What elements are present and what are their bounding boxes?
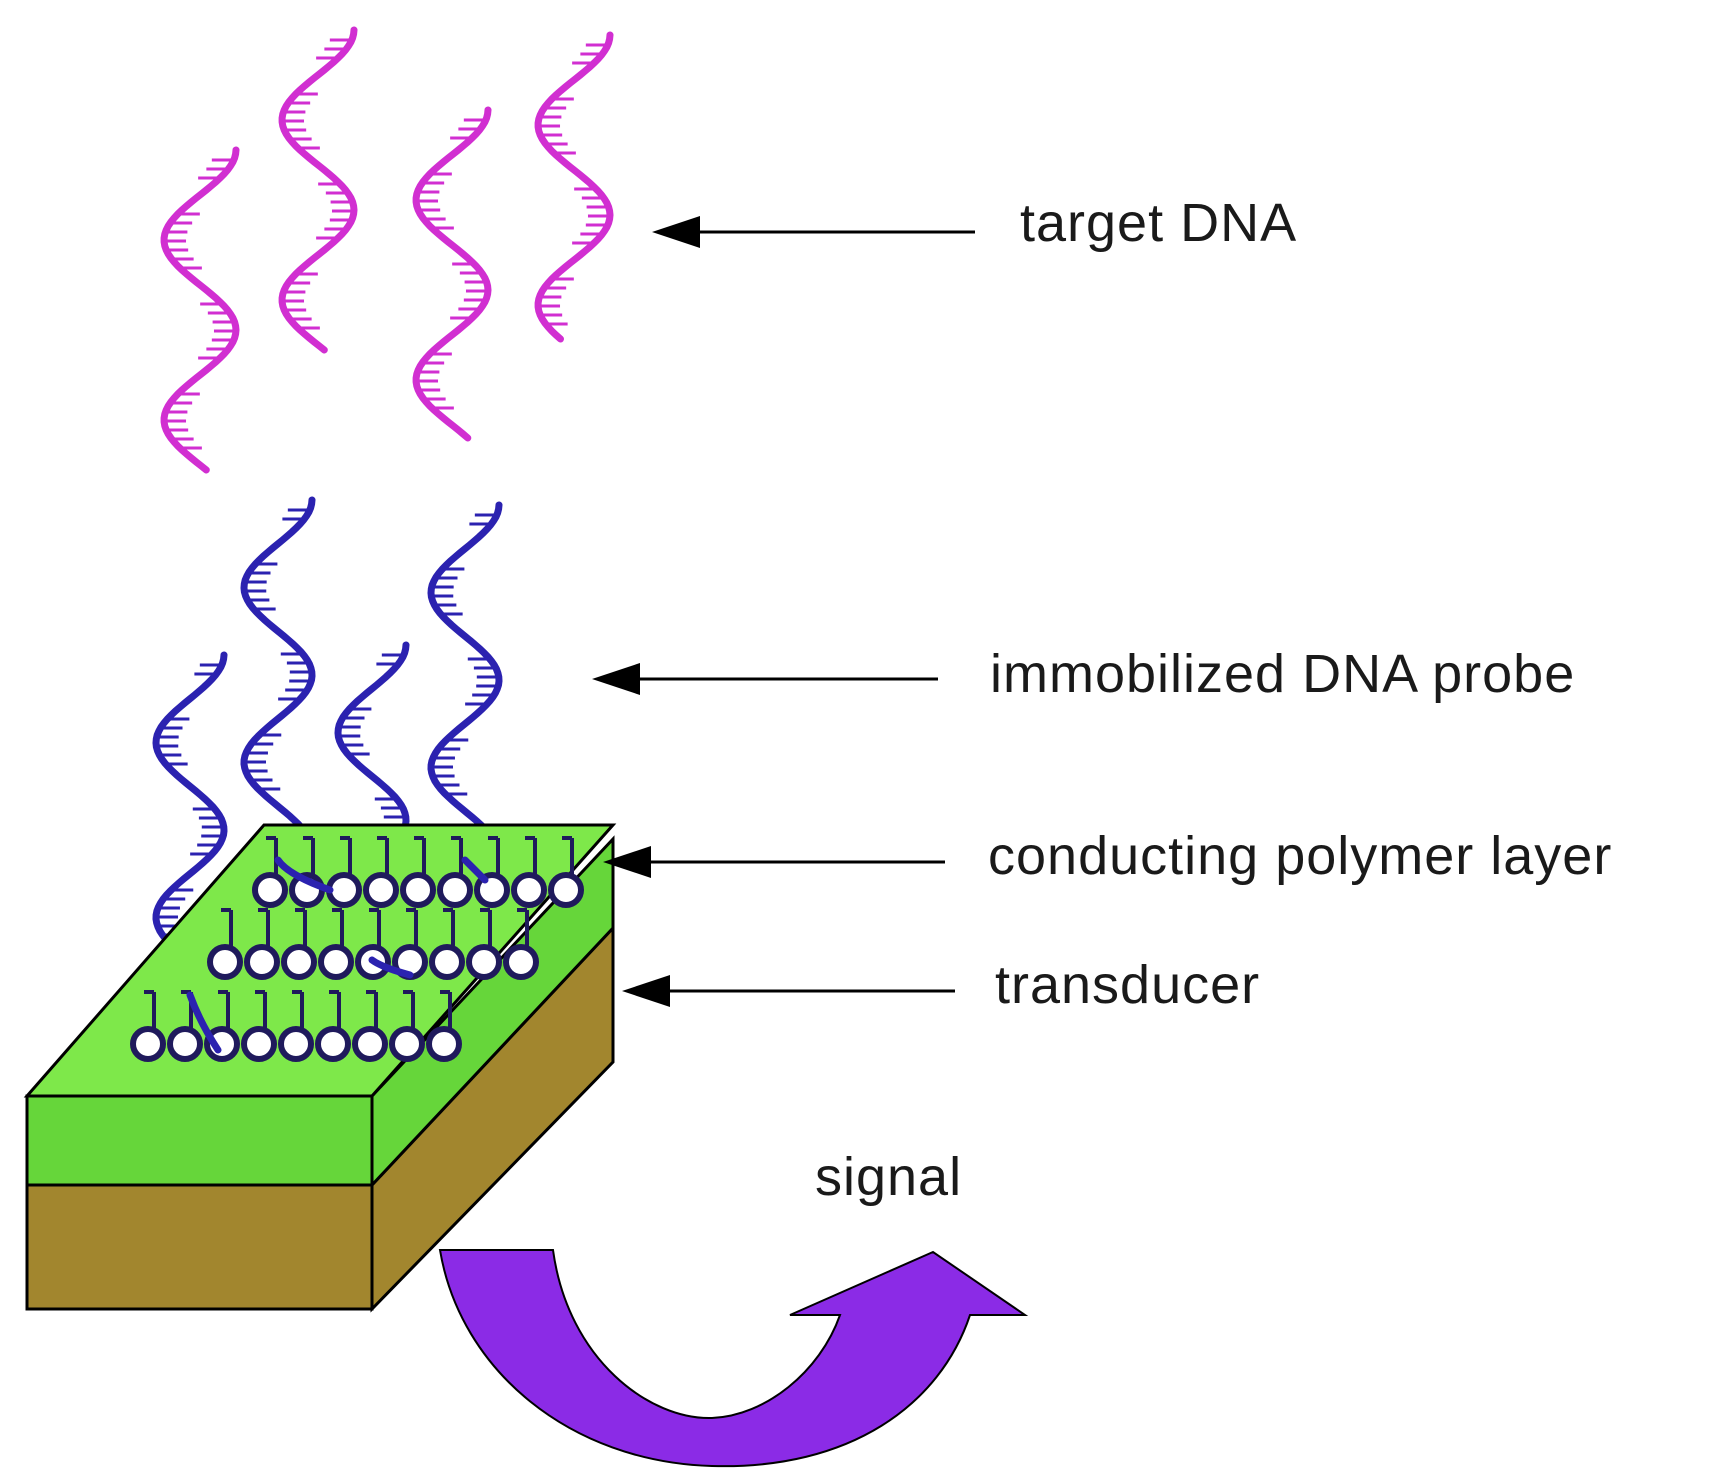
transducer-label: transducer xyxy=(995,955,1260,1015)
monomer-unit xyxy=(252,836,288,908)
probe-dna-anchors xyxy=(186,856,489,1054)
transducer-pointer-arrow xyxy=(622,975,955,1007)
monomer-unit xyxy=(130,990,166,1062)
probe-pointer-arrow xyxy=(592,663,938,695)
polymer-monomers xyxy=(130,836,584,1062)
target-dna-label: target DNA xyxy=(1020,193,1297,253)
transducer-front-face xyxy=(25,1183,374,1311)
target-dna-strand xyxy=(534,31,614,343)
monomer-unit xyxy=(466,908,502,980)
signal-arrow xyxy=(438,1249,1029,1468)
target-dna-strands xyxy=(160,26,614,474)
monomer-unit xyxy=(437,836,473,908)
sensor-block xyxy=(23,823,617,1313)
monomer-unit xyxy=(389,990,425,1062)
monomer-unit xyxy=(363,836,399,908)
probe-anchor xyxy=(461,856,489,884)
target-dna-strand xyxy=(278,26,358,354)
monomer-unit xyxy=(503,908,539,980)
probe-anchor xyxy=(186,991,222,1054)
monomer-unit xyxy=(511,836,547,908)
monomer-unit xyxy=(400,836,436,908)
target-pointer-arrow xyxy=(652,216,975,248)
monomer-unit xyxy=(278,990,314,1062)
polymer-front-face xyxy=(25,1094,374,1187)
probe-dna-strands xyxy=(152,496,503,999)
signal-label: signal xyxy=(815,1147,962,1207)
polymer-layer-label: conducting polymer layer xyxy=(988,826,1612,886)
polymer-pointer-arrow xyxy=(603,846,945,878)
monomer-unit xyxy=(167,990,203,1062)
monomer-unit xyxy=(315,990,351,1062)
monomer-unit xyxy=(281,908,317,980)
monomer-unit xyxy=(318,908,354,980)
probe-anchor xyxy=(368,956,414,979)
target-dna-strand xyxy=(412,106,492,442)
probe-dna-strand xyxy=(240,496,316,864)
monomer-unit xyxy=(207,908,243,980)
monomer-unit xyxy=(429,908,465,980)
monomer-unit xyxy=(548,836,584,908)
monomer-unit xyxy=(426,990,462,1062)
monomer-unit xyxy=(326,836,362,908)
monomer-unit xyxy=(352,990,388,1062)
monomer-unit xyxy=(241,990,277,1062)
monomer-unit xyxy=(244,908,280,980)
probe-dna-strand xyxy=(427,501,503,861)
probe-label: immobilized DNA probe xyxy=(990,644,1575,704)
target-dna-strand xyxy=(160,146,240,474)
monomer-unit xyxy=(204,990,240,1062)
probe-anchor xyxy=(274,856,334,894)
polymer-side-face xyxy=(370,835,615,1189)
